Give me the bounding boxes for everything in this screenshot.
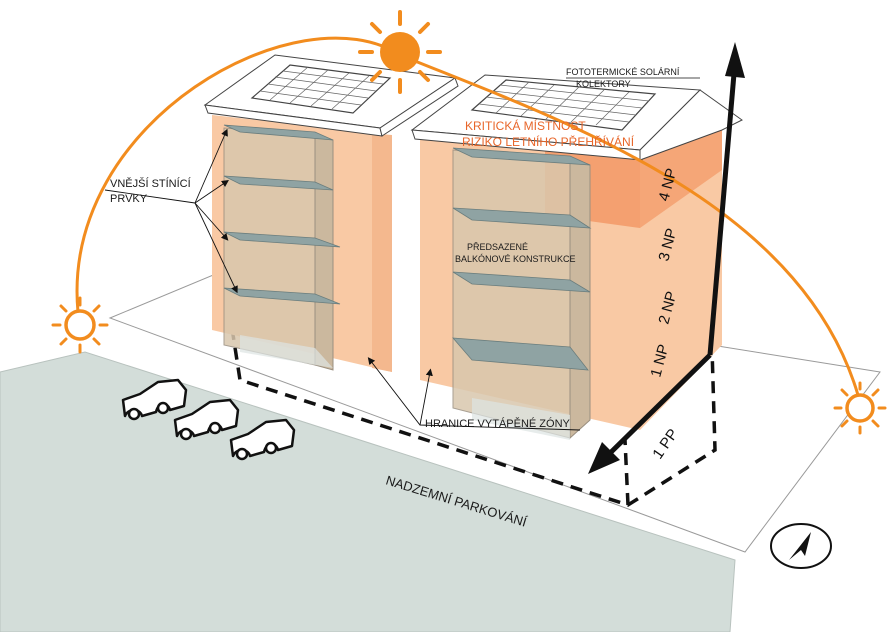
building-gap (392, 135, 420, 380)
label-shading-line1: VNĚJŠÍ STÍNÍCÍ (110, 177, 192, 190)
floor-label-1pp: 1 PP (649, 426, 682, 462)
car-icon (173, 398, 240, 441)
label-shading-line2: PRVKY (110, 193, 148, 205)
height-axis-arrow (588, 42, 745, 474)
label-critical-line2: RIZIKO LETNÍHO PŘEHŘÍVÁNÍ (462, 134, 635, 149)
heated-zone-boundary (230, 327, 717, 507)
car-icon (121, 378, 188, 421)
label-critical-room: KRITICKÁ MÍSTNOST RIZIKO LETNÍHO PŘEHŘÍV… (462, 118, 635, 149)
label-solar-collectors: FOTOTERMICKÉ SOLÁRNÍ KOLEKTORY (566, 67, 700, 89)
label-heated-zone: HRANICE VYTÁPĚNÉ ZÓNY (367, 357, 581, 431)
north-arrow-icon (770, 523, 832, 569)
label-heated-zone-text: HRANICE VYTÁPĚNÉ ZÓNY (425, 417, 571, 430)
label-solar-line2: KOLEKTORY (576, 79, 631, 89)
balcony-stack-right (452, 147, 592, 440)
sun-icon (833, 381, 887, 435)
sun-icon (358, 10, 442, 94)
car-icon (229, 418, 296, 461)
label-balcony-line1: PŘEDSAZENÉ (467, 242, 528, 252)
sun-icon (51, 296, 109, 354)
label-balcony-line2: BALKÓNOVÉ KONSTRUKCE (455, 254, 576, 264)
balcony-stack-left (223, 124, 341, 371)
label-solar-line1: FOTOTERMICKÉ SOLÁRNÍ (566, 67, 680, 77)
label-external-shading: VNĚJŠÍ STÍNÍCÍ PRVKY (104, 128, 238, 294)
label-critical-line1: KRITICKÁ MÍSTNOST (465, 118, 586, 133)
label-balcony: PŘEDSAZENÉ BALKÓNOVÉ KONSTRUKCE (455, 242, 576, 264)
